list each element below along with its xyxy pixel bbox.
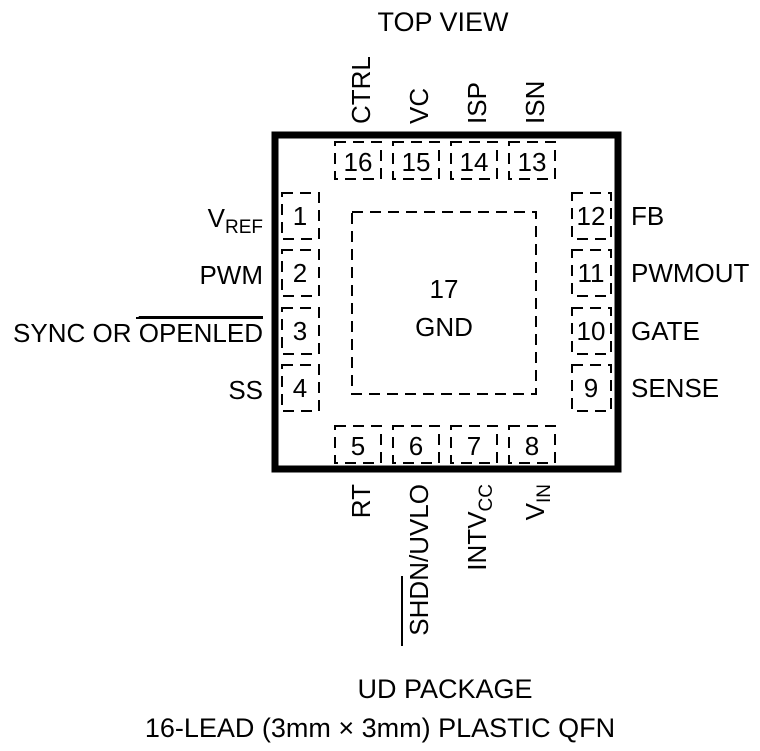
pin-15: 15 VC [392, 88, 440, 180]
package-outline [271, 131, 622, 473]
pin-16-name: CTRL [346, 56, 376, 124]
exposed-pad [351, 211, 537, 395]
pin-15-name: VC [404, 88, 434, 124]
pin-12: 12 FB [571, 192, 664, 240]
pin-5-name: RT [346, 484, 376, 518]
pin-3-name-overbar: OPENLED [139, 318, 263, 348]
pin-13-pad [508, 141, 556, 180]
bottom-pins: 5 RT 6 SHDN/UVLO 7 INTVCC 8 VIN [334, 425, 556, 646]
pin-11-pad [571, 249, 612, 297]
pin-16-number: 16 [344, 147, 373, 177]
top-view-label: TOP VIEW [377, 7, 509, 37]
pin-6-name-main: /UVLO [404, 484, 434, 562]
pin-4-pad [281, 364, 320, 412]
pin-9: 9 SENSE [571, 364, 719, 412]
pin-12-pad [571, 192, 612, 240]
pin-9-pad [571, 364, 612, 412]
pin-8-number: 8 [525, 431, 539, 461]
pin-4-name: SS [228, 375, 263, 405]
package-name: UD PACKAGE [357, 674, 532, 704]
pin-14-name: ISP [462, 82, 492, 124]
pin-15-pad [392, 141, 440, 180]
pin-12-name: FB [631, 201, 664, 231]
right-pins: 12 FB 11 PWMOUT 10 GATE 9 SENSE [571, 192, 750, 412]
pin-6-pad [392, 425, 440, 464]
pin-7: 7 INTVCC [450, 425, 498, 571]
pin-7-number: 7 [467, 431, 481, 461]
pin-9-number: 9 [584, 373, 598, 403]
pin-7-name: INTVCC [462, 484, 497, 571]
pin-3-number: 3 [293, 316, 307, 346]
pin-6-name-overbar: SHDN [404, 562, 434, 636]
pin-13-number: 13 [518, 147, 547, 177]
pin-1-name: VREF [208, 203, 263, 238]
pin-6-name: SHDN/UVLO [404, 484, 434, 636]
pin-16-pad [334, 141, 382, 180]
pin-3-name-main: SYNC OR [13, 318, 139, 348]
pin-1-number: 1 [293, 201, 307, 231]
pin-16: 16 CTRL [334, 56, 382, 180]
pin-4-number: 4 [293, 373, 307, 403]
left-pins: 1 VREF 2 PWM 3 SYNC OR OPENLED 4 SS [13, 192, 320, 412]
pin-1: 1 VREF [208, 192, 320, 240]
pin-15-number: 15 [402, 147, 431, 177]
pin-10-pad [571, 307, 612, 355]
pin-10-name: GATE [631, 316, 700, 346]
pin-11: 11 PWMOUT [571, 249, 750, 297]
pin-5-number: 5 [351, 431, 365, 461]
pin-11-name: PWMOUT [631, 258, 750, 288]
pin-12-number: 12 [577, 201, 606, 231]
pin-2-number: 2 [293, 258, 307, 288]
pin-6: 6 SHDN/UVLO [392, 425, 440, 646]
pin-3: 3 SYNC OR OPENLED [13, 307, 320, 355]
pin-10-number: 10 [577, 316, 606, 346]
pin-14: 14 ISP [450, 82, 498, 180]
pin-2: 2 PWM [199, 249, 320, 297]
pin-8-pad [508, 425, 556, 464]
top-pins: 16 CTRL 15 VC 14 ISP 13 ISN [334, 56, 556, 180]
pin-2-name: PWM [199, 260, 263, 290]
pin-1-name-sub: REF [225, 217, 263, 238]
pin-5: 5 RT [334, 425, 382, 518]
pin-5-pad [334, 425, 382, 464]
pin-2-pad [281, 249, 320, 297]
pin-14-number: 14 [460, 147, 489, 177]
exposed-pad-number: 17 [430, 274, 459, 304]
pin-8: 8 VIN [508, 425, 556, 520]
pin-6-number: 6 [409, 431, 423, 461]
pin-8-name-sub: IN [534, 484, 555, 503]
pin-9-name: SENSE [631, 373, 719, 403]
pin-3-name: SYNC OR OPENLED [13, 318, 263, 348]
pin-14-pad [450, 141, 498, 180]
pin-8-name-main: V [520, 502, 550, 520]
pin-13-name: ISN [520, 81, 550, 124]
pin-4: 4 SS [228, 364, 320, 412]
pin-13: 13 ISN [508, 81, 556, 180]
pin-7-name-main: INTV [462, 511, 492, 571]
pin-11-number: 11 [578, 258, 605, 288]
pin-3-pad [281, 307, 320, 355]
exposed-pad-name: GND [415, 312, 473, 342]
pin-8-name: VIN [520, 484, 555, 520]
pin-10: 10 GATE [571, 307, 700, 355]
pin-7-pad [450, 425, 498, 464]
pin-1-pad [281, 192, 320, 240]
pin-1-name-main: V [208, 203, 226, 233]
pin-7-name-sub: CC [476, 484, 497, 511]
package-description: 16-LEAD (3mm × 3mm) PLASTIC QFN [145, 713, 615, 743]
